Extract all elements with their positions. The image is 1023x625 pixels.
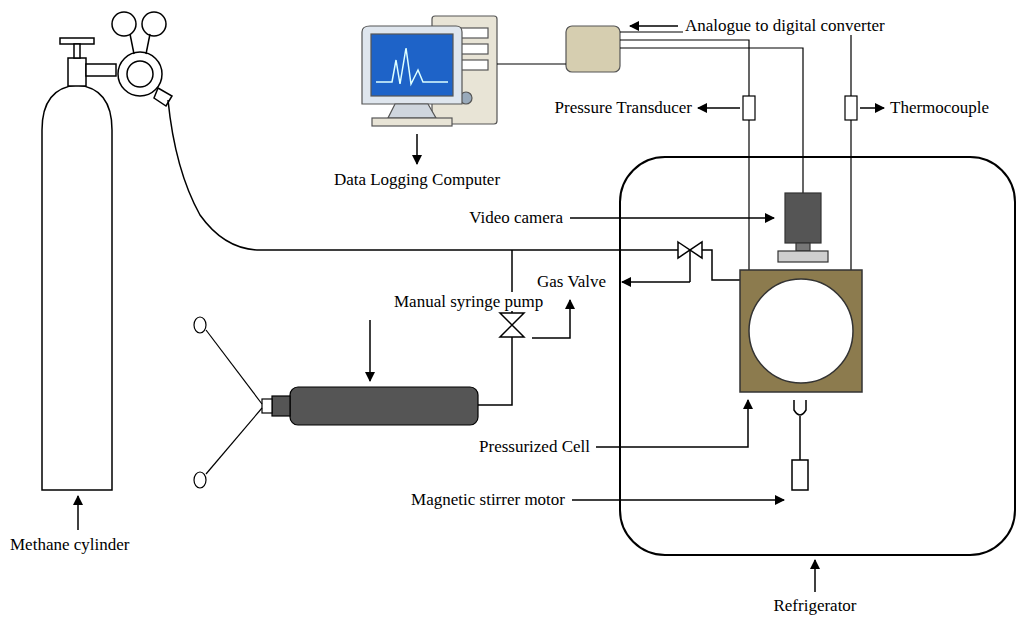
leader-arrow xyxy=(860,107,884,109)
pump-label: Manual syringe pump xyxy=(392,292,545,311)
refrigerator-label: Refrigerator xyxy=(771,596,858,615)
leader-arrow xyxy=(77,496,79,530)
magnetic-stirrer xyxy=(792,400,808,490)
adc-label: Analogue to digital converter xyxy=(683,16,887,35)
signal-wire xyxy=(850,120,851,270)
leader-arrow xyxy=(416,134,418,164)
thermocouple-label: Thermocouple xyxy=(888,98,991,117)
pressurized-cell xyxy=(740,270,862,392)
video-camera xyxy=(778,193,828,262)
leader-arrow xyxy=(369,320,371,381)
cell-label: Pressurized Cell xyxy=(477,437,592,456)
pump-line xyxy=(478,337,512,405)
leader-arrow xyxy=(596,400,748,447)
thermocouple xyxy=(845,96,857,120)
gas-valve xyxy=(500,313,524,337)
leader-arrow xyxy=(570,217,774,219)
syringe-pump xyxy=(194,317,478,488)
stirrer-label: Magnetic stirrer motor xyxy=(409,490,567,509)
label-anchor: Manual syringe pump xyxy=(392,292,545,312)
refrigerator-outline xyxy=(620,157,1015,555)
leader-arrow xyxy=(622,281,690,283)
cell-window xyxy=(749,279,853,383)
gas-line xyxy=(168,100,678,250)
label-anchor: Data Logging Computer xyxy=(332,170,502,190)
label-anchor: Pressurized Cell xyxy=(477,437,592,457)
label-anchor: Video camera xyxy=(467,208,565,228)
label-anchor: Pressure Transducer xyxy=(553,98,694,118)
gas-valve xyxy=(678,242,702,282)
signal-wire xyxy=(748,120,749,270)
leader-arrow xyxy=(630,25,678,27)
camera-label: Video camera xyxy=(467,208,565,227)
valve-label: Gas Valve xyxy=(535,272,608,291)
leader-arrow xyxy=(572,499,784,501)
label-anchor: Magnetic stirrer motor xyxy=(409,490,567,510)
pressure-transducer xyxy=(743,96,755,120)
methane-cylinder xyxy=(42,12,172,490)
label-anchor: Refrigerator xyxy=(771,596,858,616)
computer xyxy=(362,16,497,126)
label-anchor: Methane cylinder xyxy=(8,535,131,555)
transducer-label: Pressure Transducer xyxy=(553,98,694,117)
gas-line xyxy=(702,250,740,280)
cylinder-label: Methane cylinder xyxy=(8,535,131,554)
label-anchor: Gas Valve xyxy=(535,272,608,292)
computer-label: Data Logging Computer xyxy=(332,170,502,189)
leader-arrow xyxy=(698,107,740,109)
label-anchor: Thermocouple xyxy=(888,98,991,118)
signal-wire xyxy=(497,63,566,64)
leader-arrow xyxy=(814,560,816,592)
label-anchor: Analogue to digital converter xyxy=(683,16,887,36)
adc-box xyxy=(566,26,620,72)
